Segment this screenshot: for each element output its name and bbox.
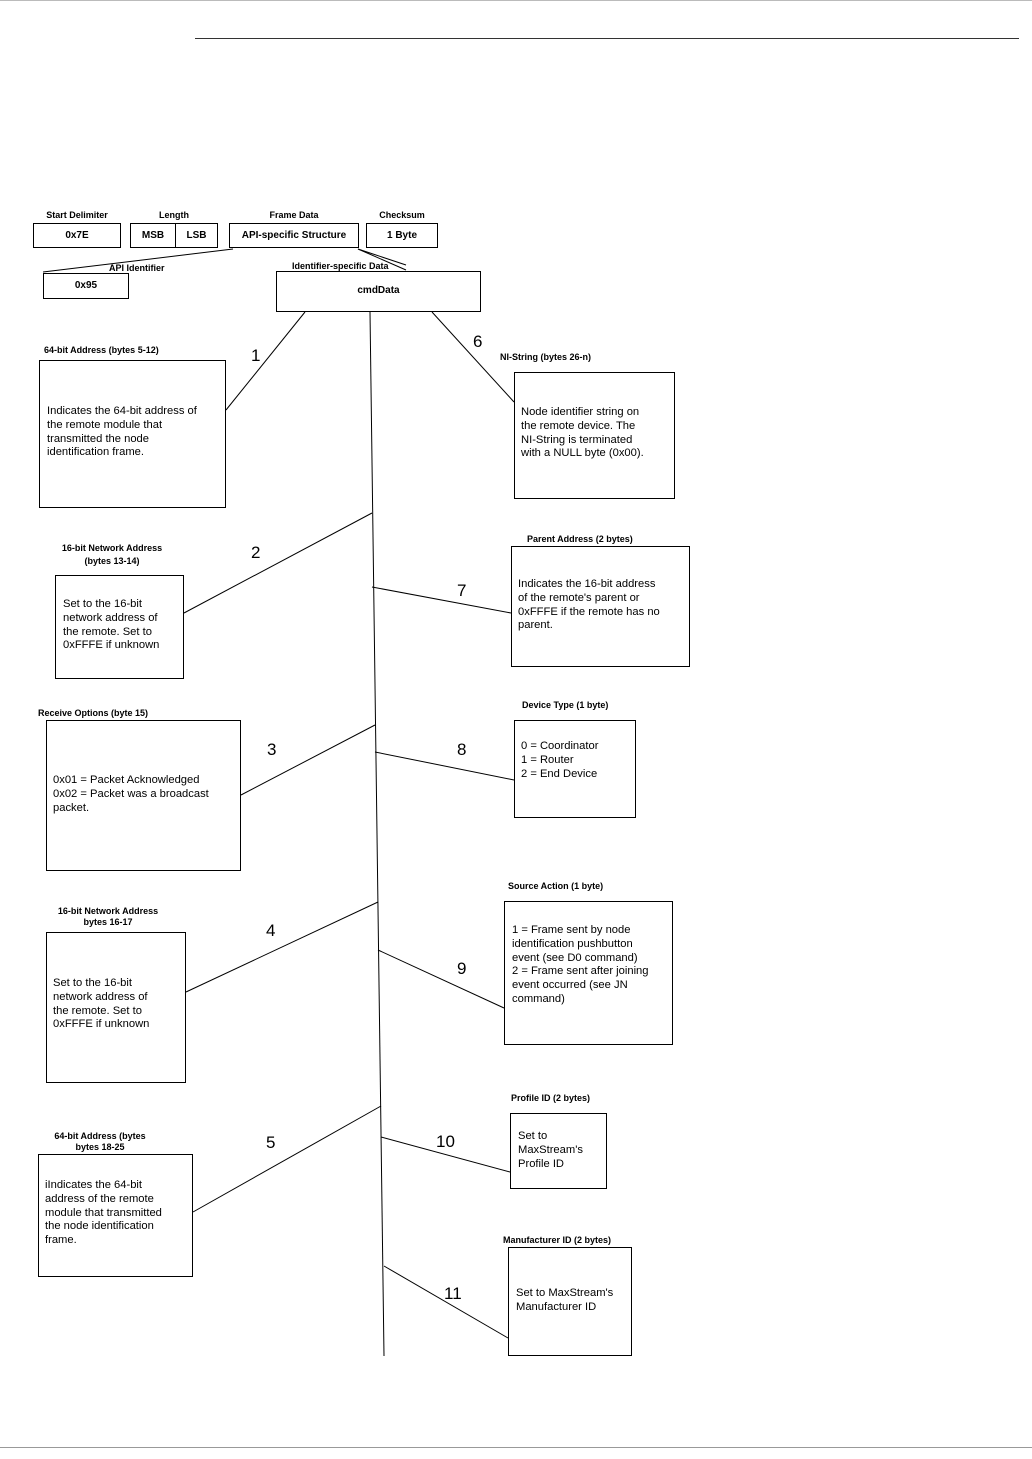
api-identifier-value: 0x95: [74, 280, 98, 291]
field-1-number: 1: [251, 346, 261, 365]
api-identifier-box: 0x95: [43, 273, 129, 299]
field-9-number: 9: [457, 959, 467, 978]
field-2-title: 16-bit Network Address (bytes 13-14): [61, 543, 163, 566]
cmddata-box: cmdData: [276, 271, 481, 312]
field-10-title: Profile ID (2 bytes): [511, 1093, 591, 1103]
field-11-number: 11: [444, 1284, 462, 1303]
frame-data-box: API-specific Structure: [229, 223, 359, 248]
field-4-text: Set to the 16-bit network address of the…: [53, 977, 150, 1031]
field-8-title: Device Type (1 byte): [522, 700, 609, 710]
field-6-text: Node identifier string on the remote dev…: [521, 406, 644, 460]
api-identifier-label: API Identifier: [109, 263, 165, 273]
start-delimiter-value: 0x7E: [65, 230, 89, 241]
field-2-box: Set to the 16-bit network address of the…: [55, 575, 184, 679]
field-6-box: Node identifier string on the remote dev…: [514, 372, 675, 499]
field-3-text: 0x01 = Packet Acknowledged 0x02 = Packet…: [53, 774, 209, 814]
field-10-box: Set to MaxStream's Profile ID: [510, 1113, 607, 1189]
header-rule: [0, 0, 1032, 1]
field-6-number: 6: [473, 332, 483, 351]
field-1-box: Indicates the 64-bit address of the remo…: [39, 360, 226, 508]
field-5-text: iIndicates the 64-bit address of the rem…: [45, 1179, 162, 1247]
length-lsb: LSB: [186, 230, 207, 241]
field-7-title: Parent Address (2 bytes): [527, 534, 633, 544]
field-11-text: Set to MaxStream's Manufacturer ID: [516, 1287, 614, 1313]
field-7-box: Indicates the 16-bit address of the remo…: [511, 546, 690, 667]
checksum-value: 1 Byte: [386, 230, 417, 241]
field-5-number: 5: [266, 1133, 276, 1152]
field-5-box: iIndicates the 64-bit address of the rem…: [38, 1154, 193, 1277]
field-9-title: Source Action (1 byte): [508, 881, 604, 891]
field-11-box: Set to MaxStream's Manufacturer ID: [508, 1247, 632, 1356]
start-delimiter-box: 0x7E: [33, 223, 121, 248]
checksum-label: Checksum: [379, 210, 425, 220]
length-box: MSB LSB: [130, 223, 218, 248]
field-5-title: 64-bit Address (bytes bytes 18-25: [54, 1131, 146, 1152]
field-10-text: Set to MaxStream's Profile ID: [518, 1130, 583, 1170]
field-8-number: 8: [457, 740, 467, 759]
field-10-number: 10: [436, 1132, 455, 1151]
field-6-title: NI-String (bytes 26-n): [500, 352, 592, 362]
length-divider: [175, 224, 176, 247]
length-msb: MSB: [141, 230, 165, 241]
frame-data-value: API-specific Structure: [241, 230, 347, 241]
field-3-box: 0x01 = Packet Acknowledged 0x02 = Packet…: [46, 720, 241, 871]
field-7-number: 7: [457, 581, 467, 600]
cmddata-value: cmdData: [357, 285, 400, 296]
field-4-box: Set to the 16-bit network address of the…: [46, 932, 186, 1083]
field-1-title: 64-bit Address (bytes 5-12): [44, 345, 159, 355]
field-2-text: Set to the 16-bit network address of the…: [63, 598, 160, 652]
field-2-number: 2: [251, 543, 261, 562]
field-9-box: 1 = Frame sent by node identification pu…: [504, 901, 673, 1045]
field-3-number: 3: [267, 740, 277, 759]
field-1-text: Indicates the 64-bit address of the remo…: [47, 405, 197, 459]
field-8-box: 0 = Coordinator 1 = Router 2 = End Devic…: [514, 720, 636, 818]
field-9-text: 1 = Frame sent by node identification pu…: [512, 924, 649, 1005]
footer-rule: [0, 1447, 1032, 1448]
identifier-specific-label: Identifier-specific Data: [292, 261, 389, 271]
field-7-text: Indicates the 16-bit address of the remo…: [518, 578, 660, 632]
field-11-title: Manufacturer ID (2 bytes): [503, 1235, 612, 1245]
frame-data-label: Frame Data: [269, 210, 319, 220]
field-8-text: 0 = Coordinator 1 = Router 2 = End Devic…: [521, 740, 599, 780]
field-4-number: 4: [266, 921, 276, 940]
header-underline: [195, 38, 1019, 39]
length-label: Length: [159, 210, 189, 220]
checksum-box: 1 Byte: [366, 223, 438, 248]
field-3-title: Receive Options (byte 15): [38, 708, 149, 718]
start-delimiter-label: Start Delimiter: [46, 210, 108, 220]
field-4-title: 16-bit Network Address bytes 16-17: [57, 906, 159, 927]
